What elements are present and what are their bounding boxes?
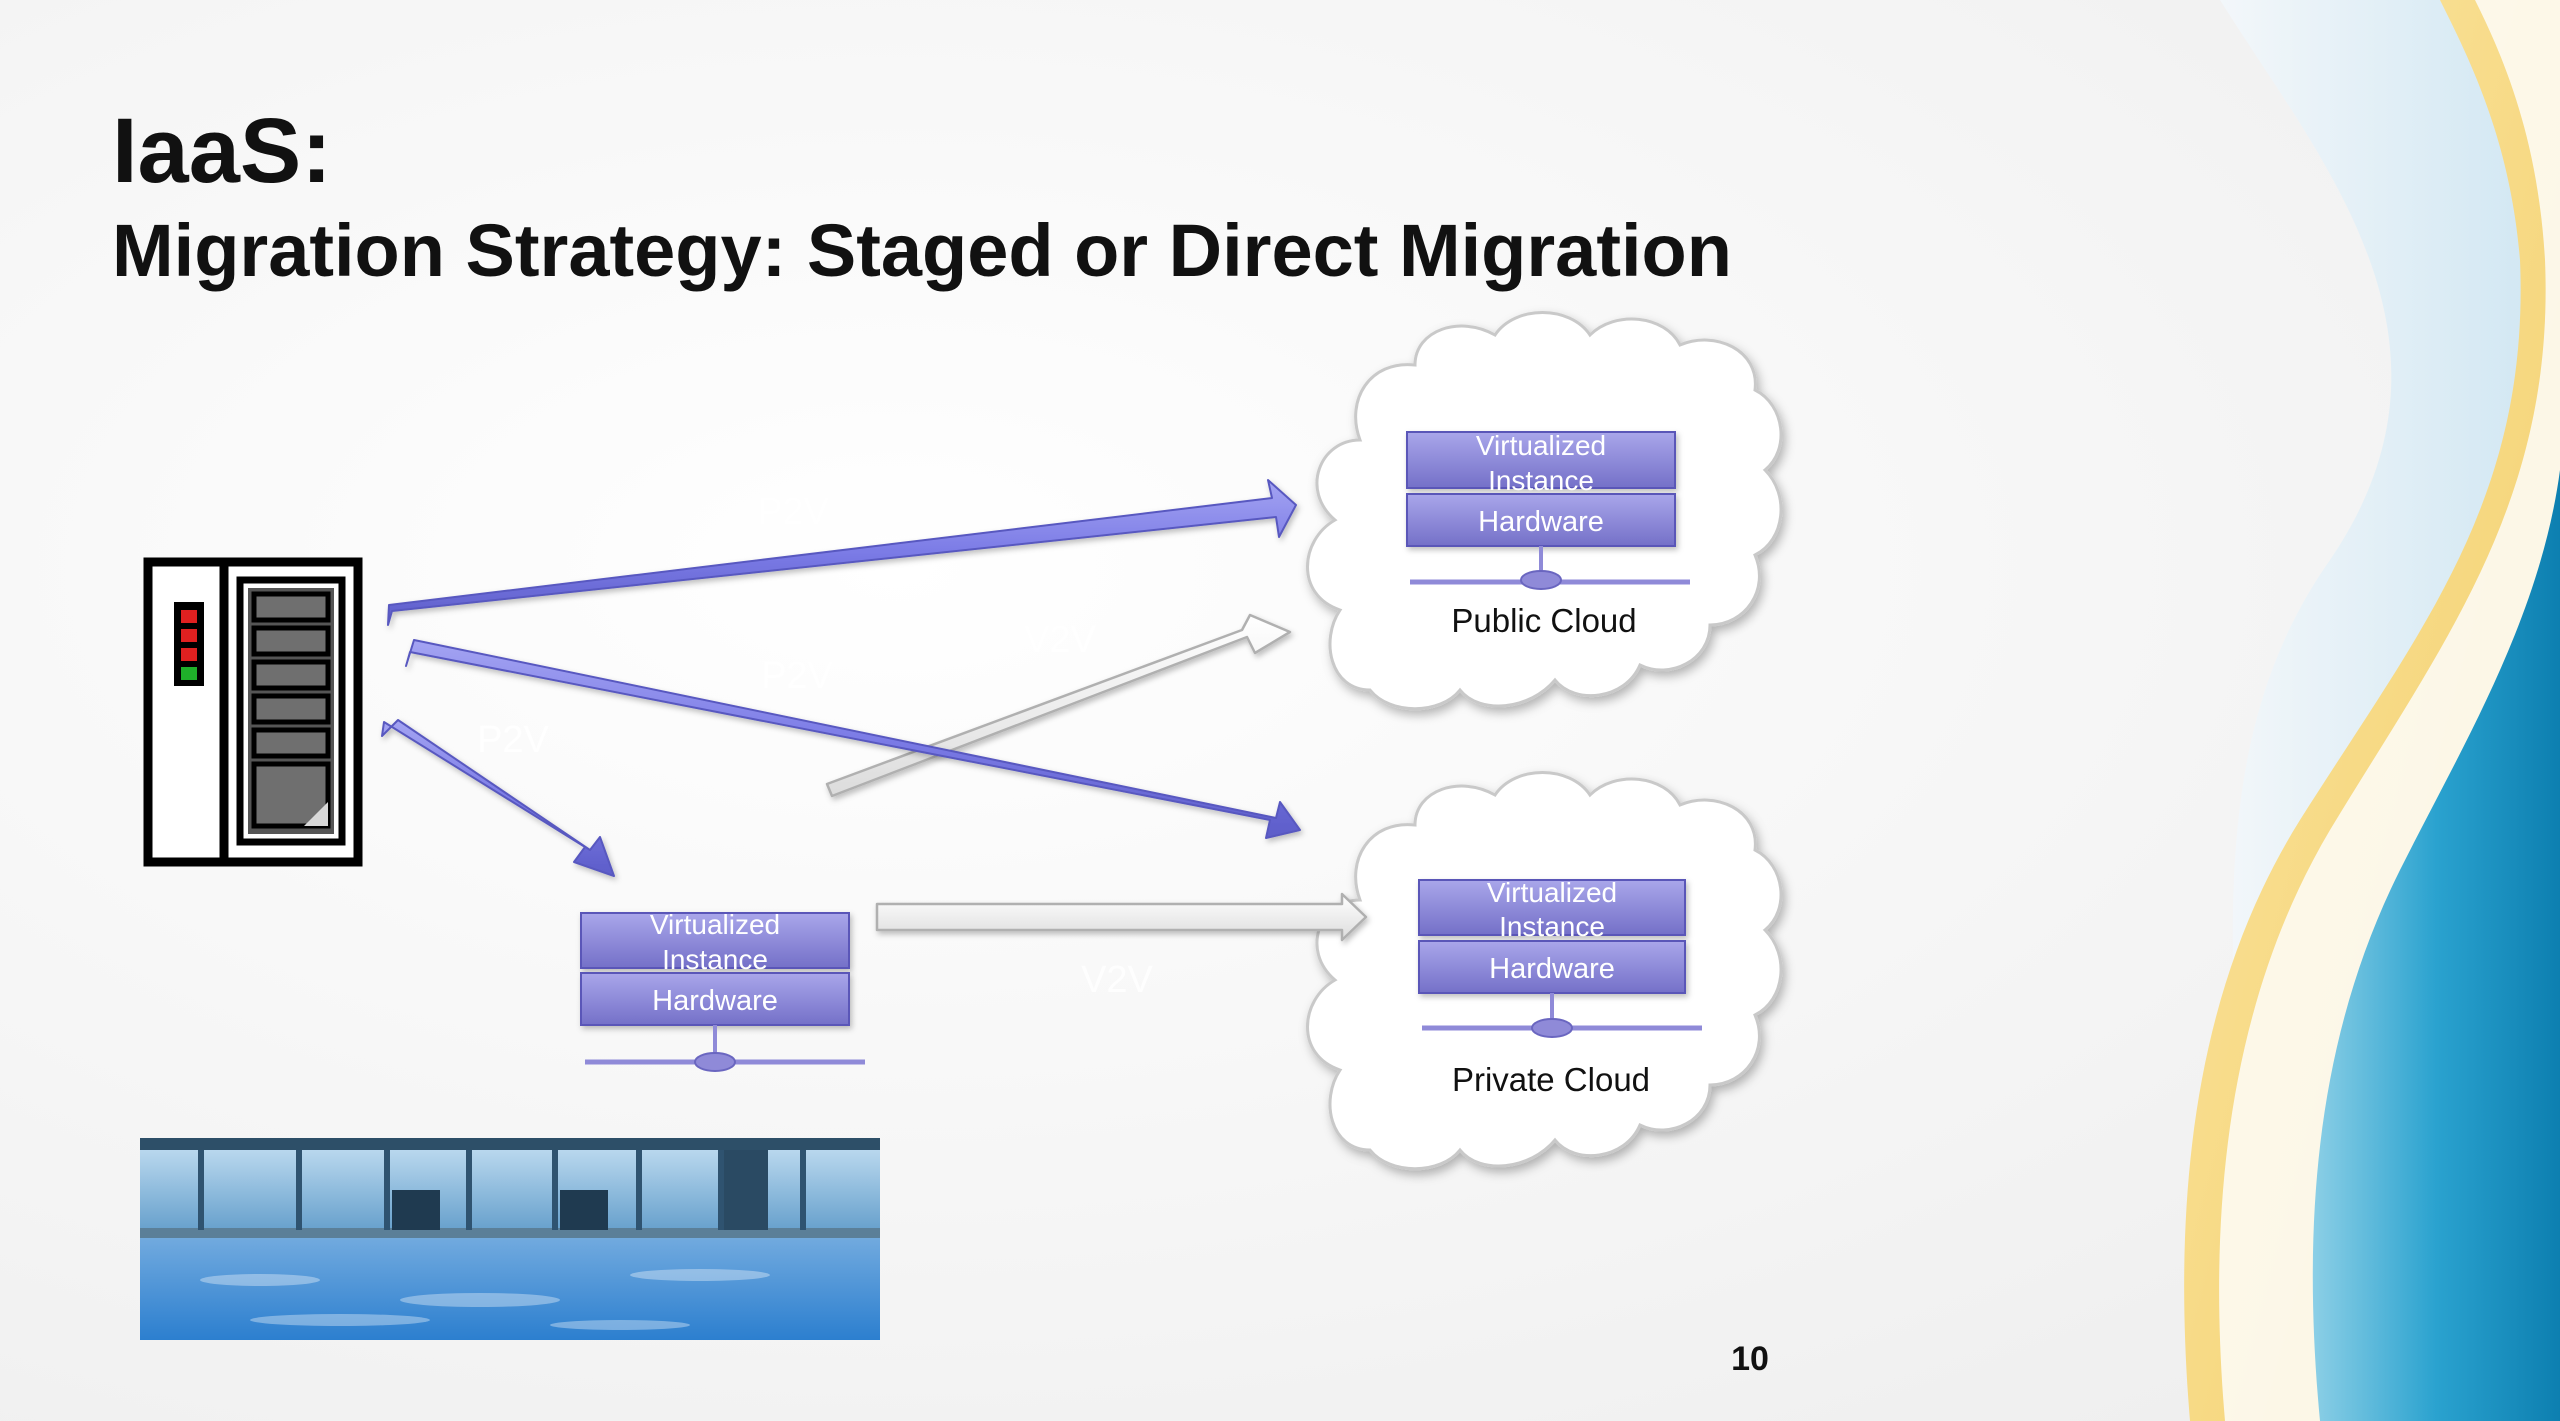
v2v-label-private: V2V — [1081, 959, 1153, 1001]
public-virtualized-label-line1: Virtualized — [1476, 430, 1606, 461]
blue-wave — [2312, 470, 2560, 1421]
p2v-arrow-to-staged — [381, 719, 615, 877]
slide-subtitle: Migration Strategy: Staged or Direct Mig… — [112, 209, 1732, 292]
staged-virtualized-label-line1: Virtualized — [650, 909, 780, 940]
private-cloud-label: Private Cloud — [1452, 1061, 1650, 1098]
public-hardware-label: Hardware — [1478, 506, 1604, 538]
private-virtualized-label-line1: Virtualized — [1487, 877, 1617, 908]
page-number: 10 — [1731, 1340, 1769, 1378]
p2v-label-staged: P2V — [477, 719, 549, 761]
public-hardware-box — [1406, 493, 1676, 547]
public-network-node — [1520, 570, 1562, 590]
public-virtualized-label-line2: Instance — [1488, 465, 1594, 496]
staged-virtualized-host: Virtualized Instance Hardware — [580, 909, 865, 1072]
private-virtualized-label-line2: Instance — [1499, 911, 1605, 942]
private-hardware-box — [1418, 940, 1686, 994]
v2v-label-public: V2V — [1024, 619, 1096, 661]
p2v-label-private: P2V — [761, 655, 833, 697]
staged-hardware-box — [580, 972, 850, 1026]
private-virtualized-instance-box — [1418, 879, 1686, 936]
private-cloud-host: Virtualized Instance Hardware Private Cl… — [1418, 877, 1702, 1098]
staged-virtualized-label-line2: Instance — [662, 944, 768, 975]
private-network-node — [1531, 1018, 1573, 1038]
public-virtualized-instance-box — [1406, 431, 1676, 489]
slide-title: IaaS: — [112, 100, 332, 202]
staged-virtualized-instance-box — [580, 912, 850, 969]
p2v-arrow-to-private — [405, 639, 1301, 839]
physical-server-icon — [143, 557, 363, 867]
public-cloud-label: Public Cloud — [1451, 602, 1636, 639]
v2v-arrow-to-private — [875, 892, 1368, 942]
p2v-arrow-to-public — [387, 479, 1297, 626]
private-hardware-label: Hardware — [1489, 953, 1615, 985]
staged-network-node — [694, 1052, 736, 1072]
p2v-label-public: P2V — [757, 491, 829, 533]
public-cloud-host: Virtualized Instance Hardware Public Clo… — [1406, 430, 1690, 639]
staged-hardware-label: Hardware — [652, 985, 778, 1017]
office-building-photo — [140, 1138, 880, 1340]
